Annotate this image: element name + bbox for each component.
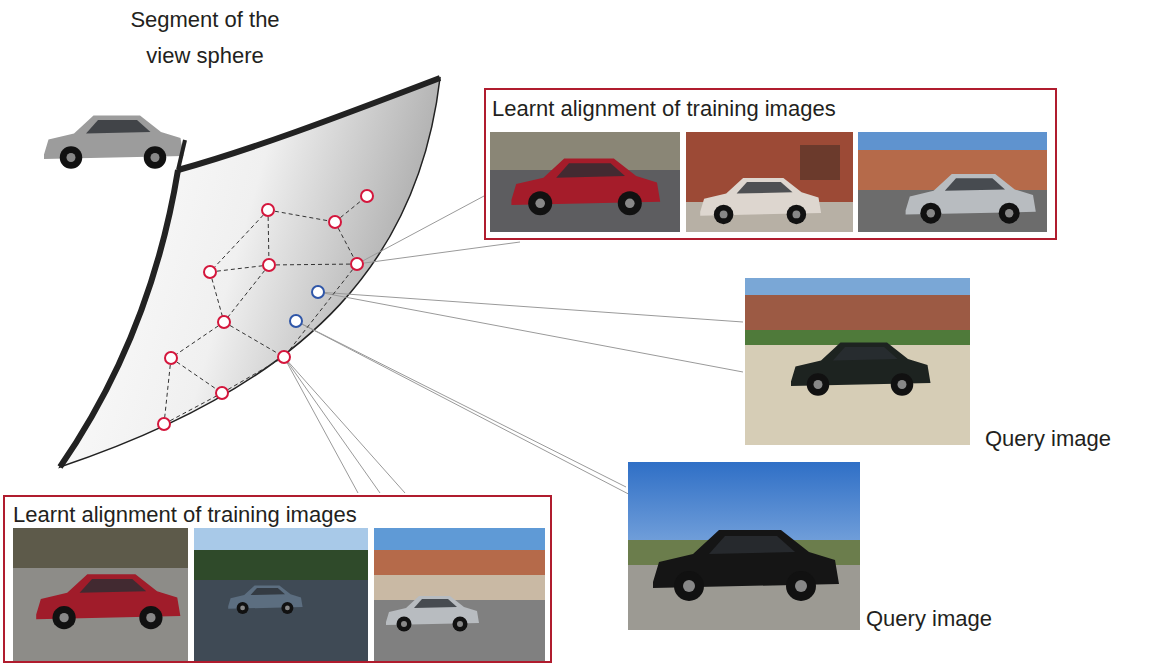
car-model (44, 116, 184, 169)
query-image-frame: Query image (628, 462, 1000, 636)
group-heading: Learnt alignment of training images (492, 96, 836, 122)
image-group-box: Learnt alignment of training images (484, 88, 1057, 240)
query-photo (745, 278, 970, 445)
view-graph (164, 196, 367, 424)
training-photo (13, 528, 188, 663)
query-label: Query image (985, 426, 1111, 452)
query-view (290, 286, 324, 327)
view-sphere (60, 78, 440, 467)
group-heading: Learnt alignment of training images (13, 502, 357, 528)
leader-lines (284, 196, 743, 500)
training-photo (858, 132, 1047, 232)
figure-label: Segment of the view sphere (110, 2, 300, 74)
training-photo (686, 132, 853, 232)
training-view (158, 190, 373, 430)
query-photo (628, 462, 860, 630)
query-label: Query image (866, 606, 992, 632)
training-photo (490, 132, 680, 232)
training-photo (194, 528, 368, 663)
training-photo (374, 528, 545, 663)
query-image-frame: Query image (745, 278, 1119, 456)
image-group-box: Learnt alignment of training images (3, 495, 552, 663)
